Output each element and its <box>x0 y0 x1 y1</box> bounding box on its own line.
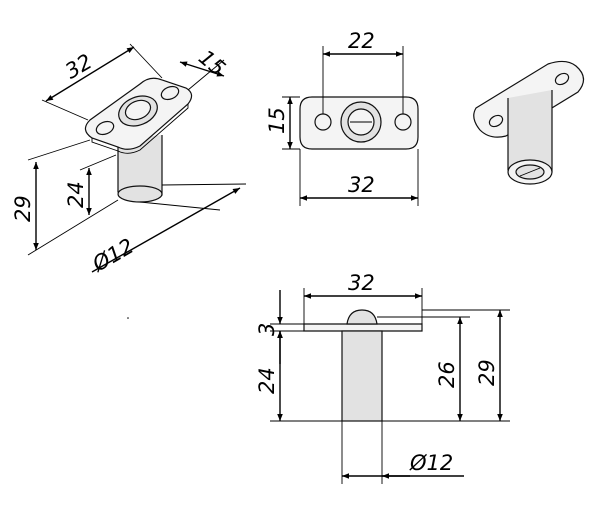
side-cylinder-height-label: 24 <box>255 367 279 394</box>
iso-diameter-leader <box>91 187 241 273</box>
side-length-label: 32 <box>348 271 375 295</box>
iso-length-dimension-line <box>45 46 135 102</box>
iso-cylinder-height-label: 24 <box>64 181 88 208</box>
iso-flange-edge <box>91 104 189 154</box>
side-flange-label: 3 <box>255 323 279 336</box>
iso-height-label: 29 <box>11 195 35 222</box>
underside-hole-left <box>488 114 504 128</box>
iso-length-label: 32 <box>61 49 96 83</box>
top-view: 22 15 32 <box>265 29 419 206</box>
iso-width-dimension-line <box>179 61 225 77</box>
top-length-label: 32 <box>348 173 375 197</box>
side-ball <box>346 309 378 325</box>
iso-hole-left <box>95 120 115 136</box>
top-spacing-label: 22 <box>348 29 375 53</box>
isometric-view: 32 15 29 24 Ø12 <box>11 43 247 277</box>
side-diameter-label: Ø12 <box>409 451 453 475</box>
iso-hole-right <box>160 85 180 101</box>
top-hole-right <box>394 113 412 131</box>
top-hole-left <box>314 113 332 131</box>
underside-view <box>473 60 585 185</box>
underside-slot <box>519 167 541 177</box>
stray-mark <box>127 317 129 319</box>
side-view: 32 3 24 26 29 Ø12 <box>255 271 510 484</box>
side-inner-height-label: 26 <box>435 361 459 388</box>
side-total-height-label: 29 <box>475 359 499 386</box>
side-flange <box>303 323 423 332</box>
top-width-label: 15 <box>265 107 289 134</box>
iso-cylinder-bottom <box>117 185 163 203</box>
side-cylinder <box>341 330 383 422</box>
underside-hole-right <box>554 72 570 86</box>
iso-width-label: 15 <box>194 45 230 81</box>
iso-center-bore <box>124 99 152 121</box>
